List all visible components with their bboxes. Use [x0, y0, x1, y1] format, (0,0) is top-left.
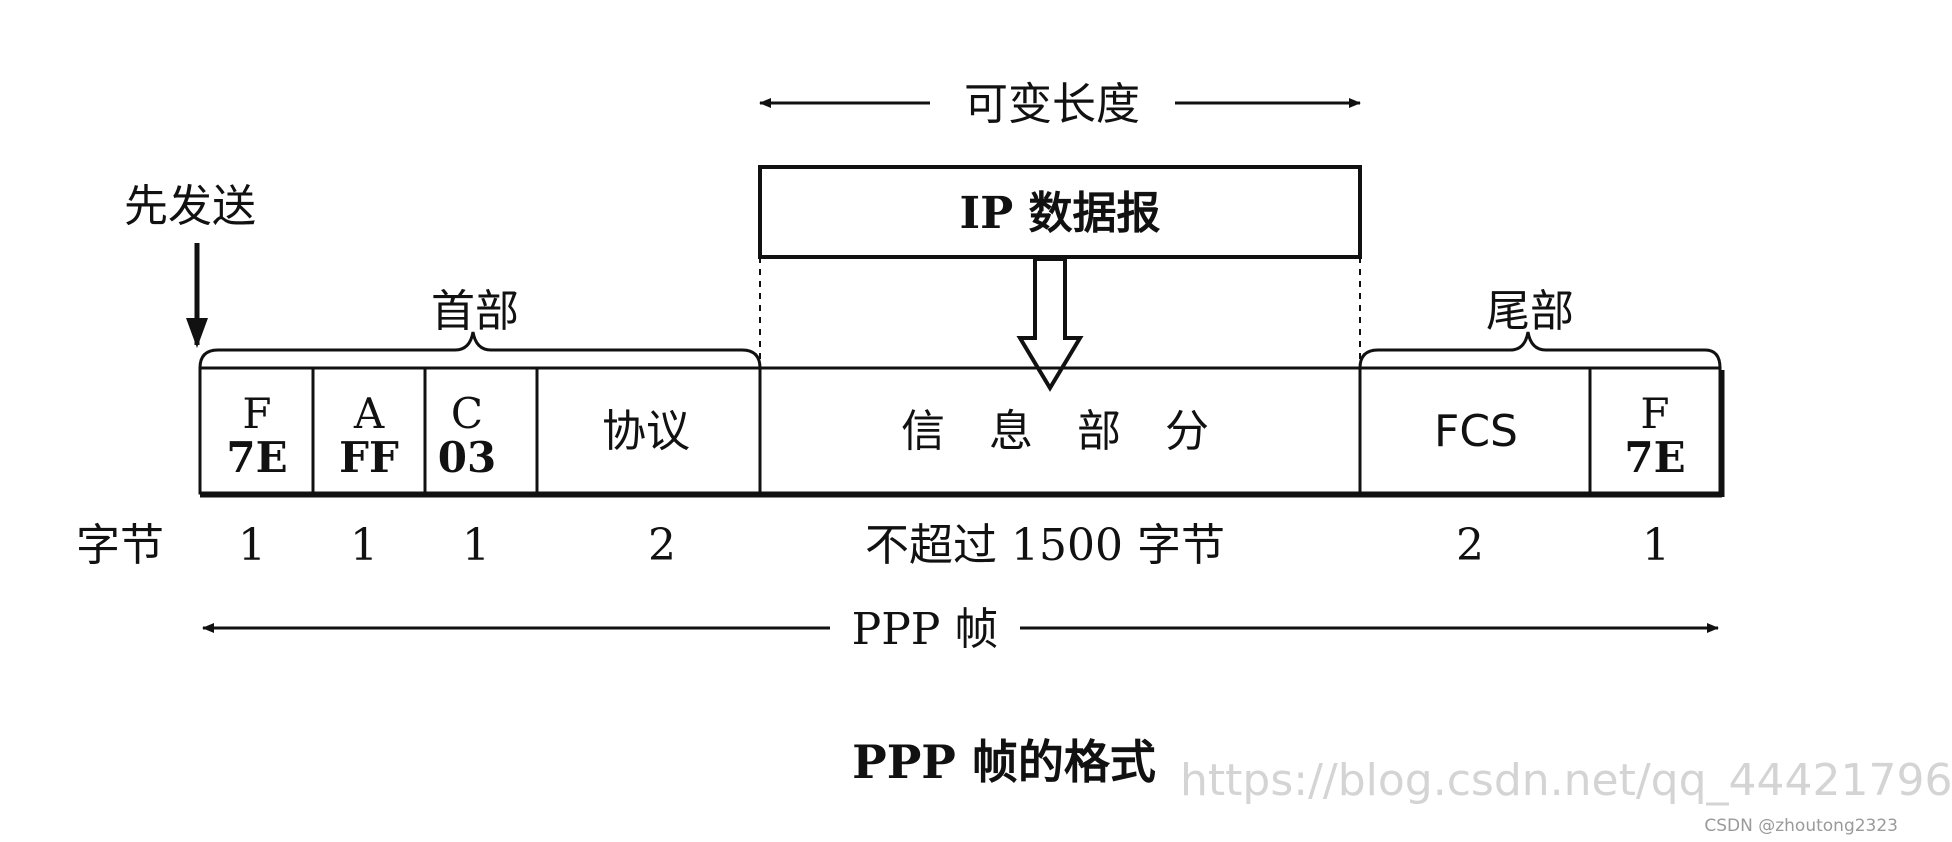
- bytes-fcs: 2: [1456, 520, 1484, 571]
- header-label: 首部: [431, 286, 519, 337]
- bytes-control: 1: [462, 520, 490, 571]
- field-control: C 03: [437, 388, 497, 482]
- send-first-arrow-head: [186, 318, 208, 348]
- field-control-name: C: [450, 388, 484, 438]
- bytes-address: 1: [350, 520, 378, 571]
- field-flag-end-value: 7E: [1624, 433, 1686, 482]
- ip-datagram-box: [758, 165, 1362, 259]
- field-fcs: FCS: [1434, 406, 1518, 457]
- field-address: A FF: [339, 388, 399, 482]
- ppp-frame-label: PPP 帧: [851, 604, 999, 655]
- ip-datagram-label: IP 数据报: [959, 188, 1161, 239]
- field-flag-start-value: 7E: [226, 433, 288, 482]
- field-protocol: 协议: [602, 406, 690, 457]
- header-brace: [198, 331, 762, 369]
- watermark-url: https://blog.csdn.net/qq_44421796: [1180, 755, 1952, 806]
- variable-length-label: 可变长度: [964, 79, 1140, 130]
- bytes-flag-start: 1: [238, 520, 266, 571]
- field-flag-start-name: F: [242, 388, 272, 438]
- diagram-caption: PPP 帧的格式: [852, 735, 1156, 789]
- bytes-information: 不超过 1500 字节: [865, 520, 1225, 571]
- field-address-name: A: [353, 388, 385, 438]
- send-first-label: 先发送: [124, 181, 256, 232]
- bytes-protocol: 2: [648, 520, 676, 571]
- trailer-brace: [1358, 331, 1722, 369]
- encapsulation-arrow: [1016, 257, 1084, 392]
- field-information: 信 息 部 分: [901, 406, 1209, 457]
- field-flag-end: F 7E: [1624, 388, 1686, 482]
- bytes-flag-end: 1: [1642, 520, 1670, 571]
- watermark-author: CSDN @zhoutong2323: [1704, 816, 1898, 836]
- trailer-label: 尾部: [1486, 286, 1574, 337]
- field-flag-end-name: F: [1640, 388, 1670, 438]
- field-control-value: 03: [437, 433, 497, 482]
- bytes-row-label: 字节: [76, 520, 164, 571]
- field-flag-start: F 7E: [226, 388, 288, 482]
- field-address-value: FF: [339, 433, 399, 482]
